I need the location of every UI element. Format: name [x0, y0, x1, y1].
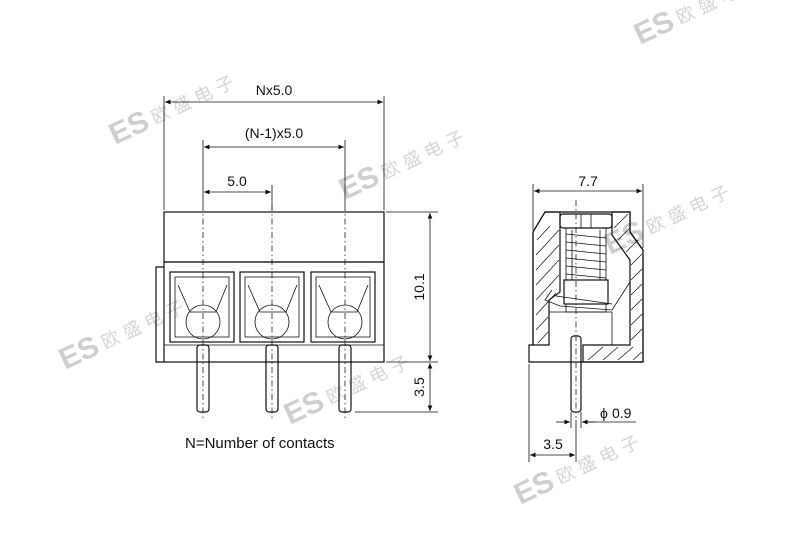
side-view [528, 200, 644, 418]
clamp [544, 279, 631, 313]
watermark-chinese: 欧 盛 电 子 [553, 432, 643, 489]
phi-symbol: ϕ [600, 405, 608, 421]
dim-side-width: 7.7 [578, 173, 598, 189]
watermark-brand: ES [104, 105, 154, 152]
contact-window [169, 271, 235, 343]
watermark-brand: ES [509, 465, 559, 512]
front-left-flange [155, 266, 164, 363]
inner-cavity [549, 311, 613, 345]
dim-pin-diameter: 0.9 [612, 405, 632, 421]
contacts-note: N=Number of contacts [185, 435, 335, 452]
side-left-hatch [535, 225, 560, 344]
front-top-block [163, 211, 385, 263]
dim-pin-offset: 3.5 [543, 436, 563, 452]
dim-pitch-span: (N-1)x5.0 [245, 125, 304, 141]
contact-window [310, 271, 376, 343]
side-right-hatch [587, 213, 643, 361]
dim-pin-length: 3.5 [411, 377, 427, 397]
dim-pitch: 5.0 [227, 173, 247, 189]
watermark-brand: ES [279, 385, 329, 432]
dim-height: 10.1 [411, 273, 427, 300]
watermark-brand: ES [54, 330, 104, 377]
screw-head [559, 213, 613, 229]
watermark-chinese: 欧 盛 电 子 [148, 72, 238, 129]
side-pin [570, 335, 582, 413]
watermark-brand: ES [334, 160, 384, 207]
watermark-chinese: 欧 盛 电 子 [673, 0, 763, 29]
front-lower-body [163, 261, 385, 363]
watermark-chinese: 欧 盛 电 子 [643, 182, 733, 239]
side-dimensions: 7.7 ϕ 0.9 3.5 [528, 173, 644, 462]
watermark-brand: ES [629, 5, 679, 52]
watermark-chinese: 欧 盛 电 子 [378, 127, 468, 184]
front-dimensions: Nx5.0 (N-1)x5.0 5.0 10.1 3.5 [163, 82, 438, 413]
front-view [155, 205, 385, 418]
screw-thread [565, 227, 607, 281]
dim-total-width: Nx5.0 [256, 82, 293, 98]
watermarks: ES 欧 盛 电 子 ES 欧 盛 电 子 ES 欧 盛 电 子 ES 欧 盛 … [54, 0, 763, 512]
watermark-chinese: 欧 盛 电 子 [323, 352, 413, 409]
side-right-wall [582, 211, 644, 363]
